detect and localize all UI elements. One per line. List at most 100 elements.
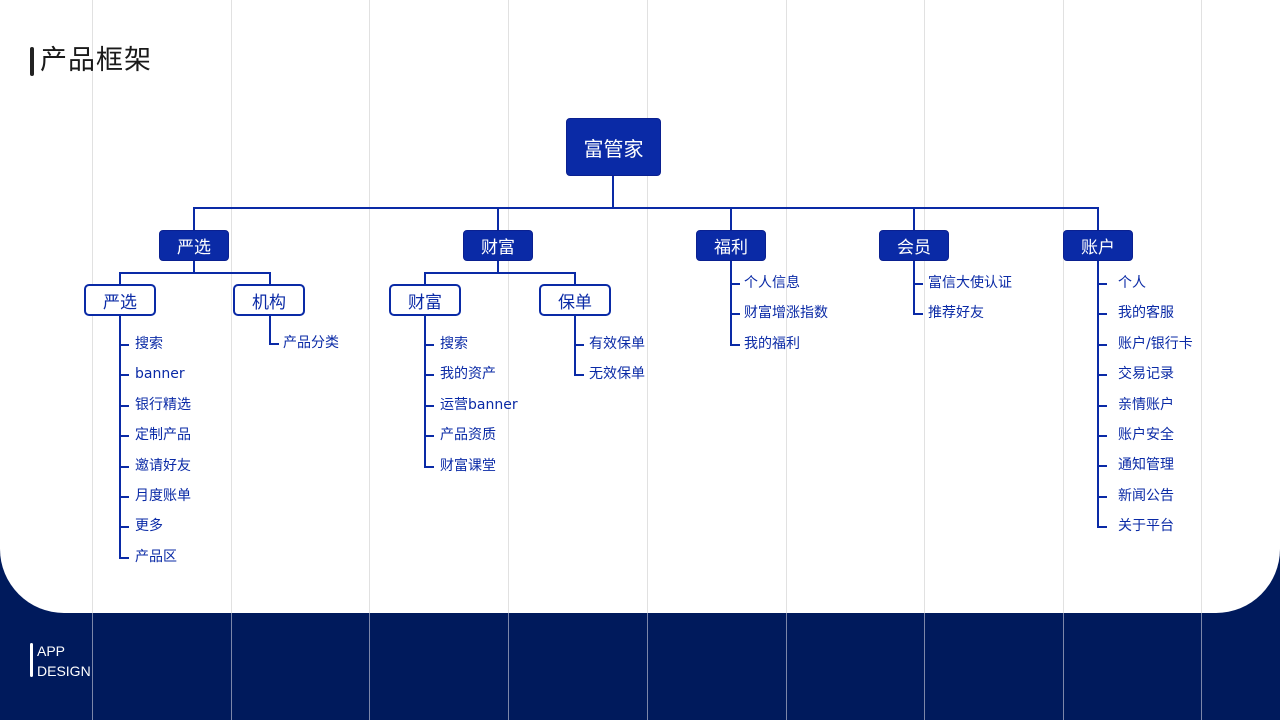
connector-line [119, 465, 129, 468]
gridline [924, 0, 925, 720]
level2-node: 保单 [539, 284, 611, 316]
connector-line [1097, 495, 1107, 498]
gridline [1201, 0, 1202, 720]
connector-line [193, 207, 1099, 209]
page-title: 产品框架 [40, 45, 152, 76]
footer-accent-bar [30, 643, 33, 677]
tree-leaf-item: 关于平台 [1118, 518, 1174, 535]
gridline [92, 0, 93, 720]
title-accent-bar [30, 47, 34, 76]
tree-leaf-item: 我的客服 [1118, 305, 1174, 322]
connector-line [497, 207, 499, 231]
connector-line [497, 261, 499, 273]
connector-line [424, 272, 576, 274]
connector-line [119, 435, 129, 438]
tree-leaf-item: 个人 [1118, 275, 1146, 291]
tree-leaf-item: 搜索 [440, 336, 468, 352]
content-card [0, 0, 1280, 613]
footer-label: APP DESIGN [37, 641, 91, 681]
level1-node: 账户 [1063, 230, 1133, 261]
tree-leaf-item: 新闻公告 [1118, 487, 1174, 504]
level1-node: 福利 [696, 230, 766, 261]
connector-line [730, 261, 732, 345]
connector-line [119, 404, 129, 407]
connector-line [913, 261, 915, 315]
gridline [924, 613, 925, 720]
connector-line [1097, 404, 1107, 407]
gridline [92, 613, 93, 720]
footer-line-2: DESIGN [37, 663, 91, 679]
connector-line [730, 207, 732, 231]
connector-line [913, 207, 915, 231]
connector-line [1097, 261, 1099, 528]
connector-line [119, 272, 121, 285]
connector-line [1097, 313, 1107, 316]
connector-line [424, 435, 434, 438]
tree-leaf-item: 无效保单 [589, 366, 645, 383]
tree-leaf-item: 定制产品 [135, 427, 191, 444]
connector-line [119, 496, 129, 498]
gridline [1063, 0, 1064, 720]
connector-line [1097, 374, 1107, 377]
connector-line [1097, 526, 1107, 529]
connector-line [1097, 207, 1099, 231]
tree-leaf-item: 搜索 [135, 336, 163, 352]
connector-line [424, 374, 434, 377]
connector-line [424, 344, 434, 346]
tree-leaf-item: 银行精选 [135, 396, 191, 413]
level1-node: 会员 [879, 230, 949, 261]
connector-line [612, 176, 614, 208]
tree-leaf-item: 产品分类 [283, 335, 339, 351]
gridline [369, 613, 370, 720]
connector-line [1097, 343, 1107, 346]
gridline [231, 613, 232, 720]
gridline [1201, 613, 1202, 720]
gridline [786, 613, 787, 720]
connector-line [424, 272, 426, 285]
tree-leaf-item: 产品区 [135, 548, 177, 565]
connector-line [193, 207, 195, 231]
tree-leaf-item: 财富增涨指数 [744, 305, 828, 322]
tree-leaf-item: 账户/银行卡 [1118, 335, 1193, 352]
tree-leaf-item: 我的福利 [744, 335, 800, 352]
level2-node: 机构 [233, 284, 305, 316]
connector-line [730, 313, 740, 316]
connector-line [424, 404, 434, 407]
tree-leaf-item: 通知管理 [1118, 457, 1174, 474]
connector-line [119, 344, 129, 346]
connector-line [119, 272, 271, 274]
tree-leaf-item: 财富课堂 [440, 457, 496, 474]
connector-line [574, 272, 576, 285]
connector-line [119, 556, 129, 559]
tree-leaf-item: 更多 [135, 518, 163, 535]
connector-line [119, 526, 129, 529]
gridline [647, 613, 648, 720]
tree-leaf-item: 月度账单 [135, 488, 191, 504]
gridline [647, 0, 648, 720]
connector-line [269, 272, 271, 285]
level1-node: 财富 [463, 230, 533, 261]
tree-leaf-item: 账户安全 [1118, 427, 1174, 443]
connector-line [1097, 435, 1107, 437]
tree-leaf-item: 推荐好友 [928, 305, 984, 322]
gridline [231, 0, 232, 720]
connector-line [269, 343, 279, 345]
gridline [1063, 613, 1064, 720]
connector-line [1097, 283, 1107, 285]
tree-leaf-item: 运营banner [440, 396, 518, 413]
connector-line [574, 374, 584, 377]
footer-line-1: APP [37, 643, 66, 659]
connector-line [1097, 465, 1107, 468]
level2-node: 财富 [389, 284, 461, 316]
level1-node: 严选 [159, 230, 229, 261]
level2-node: 严选 [84, 284, 156, 316]
connector-line [424, 465, 434, 468]
gridline [508, 613, 509, 720]
connector-line [269, 316, 271, 344]
connector-line [193, 261, 195, 273]
tree-leaf-item: 邀请好友 [135, 457, 191, 474]
tree-leaf-item: 我的资产 [440, 366, 496, 383]
connector-line [913, 283, 923, 285]
tree-leaf-item: 有效保单 [589, 336, 645, 352]
tree-leaf-item: banner [135, 366, 185, 383]
